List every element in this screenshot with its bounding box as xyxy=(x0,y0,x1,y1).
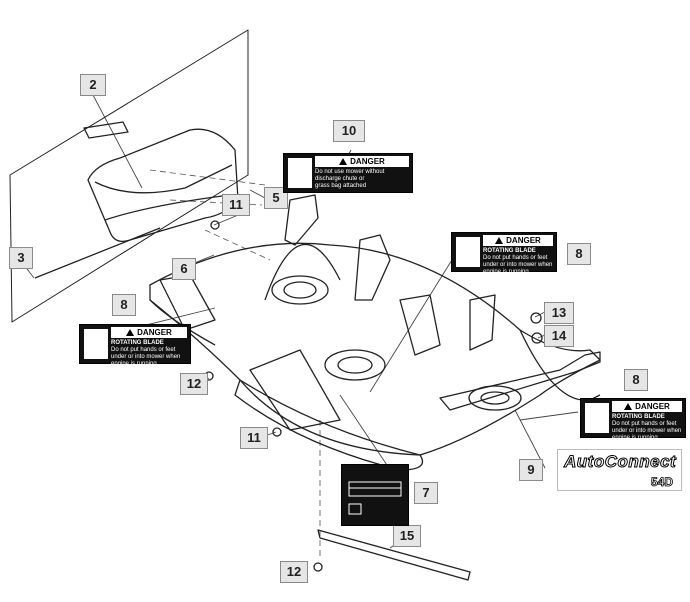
decal-8-left-line: Do not put hands or feet xyxy=(111,347,176,353)
callout-3: 3 xyxy=(9,247,33,269)
callout-2: 2 xyxy=(80,74,106,96)
brand-size: 54D xyxy=(650,475,674,490)
decal-8-right-line: ROTATING BLADE xyxy=(612,414,665,420)
decal-10-line: grass bag attached xyxy=(315,183,367,189)
decal-8-top-line: engine is running xyxy=(483,269,529,275)
decal-10-line: Do not use mower without xyxy=(315,169,385,175)
callout-15: 15 xyxy=(393,525,421,547)
decal-8-left-line: engine is running xyxy=(111,361,157,367)
decal-8-right-line: under or into mower when xyxy=(612,428,682,434)
decal-8-top-line: under or into mower when xyxy=(483,262,553,268)
hand-hazard-icon xyxy=(585,403,609,433)
chute-panel xyxy=(9,29,249,323)
callout-8-left: 8 xyxy=(112,294,136,316)
decal-8-top-line: ROTATING BLADE xyxy=(483,248,536,254)
warning-icon xyxy=(495,237,504,244)
decal-8-top-line: Do not put hands or feet xyxy=(483,255,548,261)
hand-hazard-icon xyxy=(456,237,480,267)
deflector-strip xyxy=(317,529,471,581)
decal-8-top: DANGER ROTATING BLADE Do not put hands o… xyxy=(451,232,557,275)
warning-icon xyxy=(126,329,135,336)
autoconnect-decal: AutoConnect 54D xyxy=(557,449,682,491)
callout-11-top: 11 xyxy=(222,194,250,216)
callout-7: 7 xyxy=(414,482,438,504)
decal-8-left: DANGER ROTATING BLADE Do not put hands o… xyxy=(79,324,191,367)
hand-hazard-icon xyxy=(288,158,312,188)
callout-8-right: 8 xyxy=(624,369,648,391)
decal-8-right-header: DANGER xyxy=(612,401,682,412)
decal-8-right: DANGER ROTATING BLADE Do not put hands o… xyxy=(580,398,686,441)
decal-8-right-line: engine is running xyxy=(612,435,658,441)
callout-12-mid: 12 xyxy=(180,373,208,395)
callout-9: 9 xyxy=(519,459,543,481)
decal-8-left-line: under or into mower when xyxy=(111,354,181,360)
decal-10: DANGER Do not use mower without discharg… xyxy=(283,153,413,193)
decal-8-top-header: DANGER xyxy=(483,235,553,246)
warning-icon xyxy=(339,158,348,165)
decal-8-left-header: DANGER xyxy=(111,327,187,338)
callout-10: 10 xyxy=(333,120,365,142)
callout-8-top: 8 xyxy=(567,243,591,265)
hand-hazard-icon xyxy=(84,329,108,359)
chute-part xyxy=(34,121,239,279)
callout-12-bottom: 12 xyxy=(280,561,308,583)
decal-10-line: discharge chute or xyxy=(315,176,365,182)
decal-7 xyxy=(341,464,409,526)
callout-6: 6 xyxy=(172,258,196,280)
decal-8-right-line: Do not put hands or feet xyxy=(612,421,677,427)
callout-13: 13 xyxy=(544,302,574,324)
warning-icon xyxy=(624,403,633,410)
deck-body xyxy=(149,194,601,572)
decal-8-left-line: ROTATING BLADE xyxy=(111,340,164,346)
callout-11-bottom: 11 xyxy=(240,427,268,449)
decal-10-header: DANGER xyxy=(315,156,409,167)
deck-level-icon xyxy=(348,481,402,515)
callout-14: 14 xyxy=(544,325,574,347)
callout-5: 5 xyxy=(264,187,288,209)
brand-name: AutoConnect xyxy=(563,452,677,472)
